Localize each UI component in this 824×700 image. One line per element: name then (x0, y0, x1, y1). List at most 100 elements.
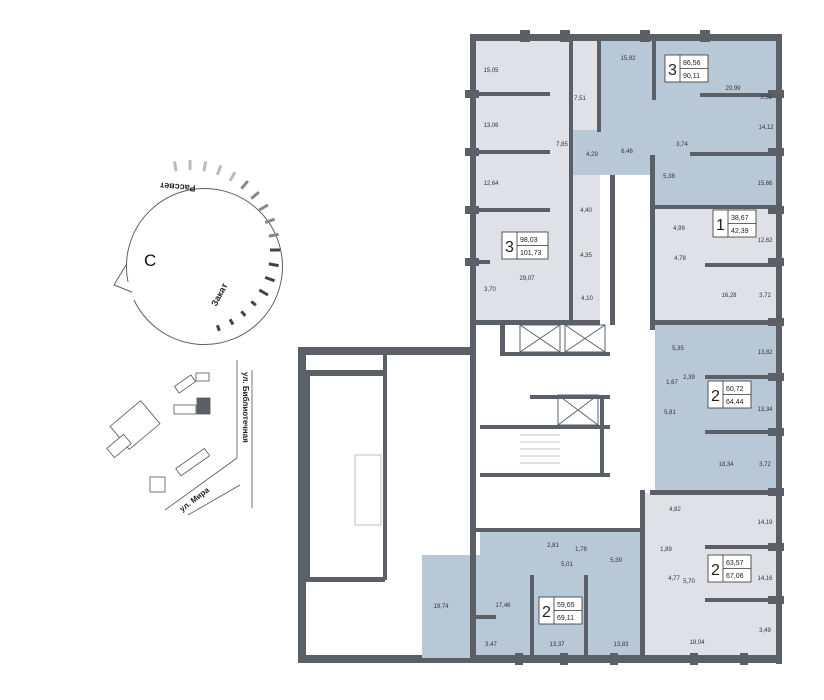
street-mira: ул. Мира (178, 485, 212, 513)
room-area: 3,72 (759, 462, 771, 468)
room-area: 13,37 (549, 642, 565, 648)
room-area: 14,19 (757, 520, 773, 526)
room-area: 15,05 (483, 68, 499, 74)
room-count: 2 (542, 604, 551, 621)
living-area: 86,56 (683, 60, 701, 67)
room-area: 15,92 (620, 56, 636, 62)
sun-tick (172, 161, 178, 172)
apartment-badge[interactable]: 3 86,56 90,11 (664, 54, 709, 83)
wall-pier (465, 206, 479, 214)
wall-pier (740, 653, 748, 665)
room-count: 2 (711, 388, 720, 405)
room-area: 4,99 (673, 226, 685, 232)
room-area: 1,78 (575, 547, 587, 553)
wall-pier (768, 488, 784, 496)
wall-pier (560, 30, 570, 42)
total-area: 42,39 (731, 228, 749, 235)
apartment-badge[interactable]: 3 98,03 101,73 (501, 231, 549, 260)
room-area: 18,34 (718, 462, 734, 468)
room-area: 4,29 (586, 152, 598, 158)
room-area: 1,89 (660, 547, 672, 553)
room-count: 2 (711, 562, 720, 579)
room-area: 7,51 (574, 96, 586, 102)
living-area: 59,65 (557, 602, 575, 609)
room-area: 19,74 (433, 604, 449, 610)
room-area: 2,81 (547, 543, 559, 549)
apartment-badges: 3 86,56 90,11 3 98,03 101,73 1 38,67 42,… (501, 54, 757, 625)
sun-tick (202, 161, 208, 172)
windows (465, 30, 784, 665)
apartment-badge[interactable]: 2 60,72 64,44 (707, 380, 752, 409)
room-area: 13,82 (757, 350, 773, 356)
room-area: 3,47 (485, 642, 497, 648)
room-area: 6,46 (621, 149, 633, 155)
sun-tick (264, 217, 276, 225)
room-area: 4,10 (581, 296, 593, 302)
street-bibliotechnaya: ул. Библиотечная (241, 372, 250, 443)
room-area: 18,04 (689, 640, 705, 646)
room-area: 15,66 (757, 181, 773, 187)
room-count: 3 (668, 62, 677, 79)
sun-tick (268, 232, 279, 238)
sun-ticks (172, 160, 280, 332)
wall-pier (700, 30, 710, 42)
room-area: 29,07 (519, 276, 535, 282)
wall-pier (768, 148, 784, 156)
wall-pier (520, 30, 530, 42)
sun-tick (268, 262, 279, 268)
wall-pier (768, 428, 784, 436)
wall-pier (768, 596, 784, 604)
room-area: 7,85 (556, 142, 568, 148)
total-area: 69,11 (557, 615, 574, 622)
wall-pier (465, 258, 479, 266)
sun-tick (215, 324, 221, 332)
wall-pier (768, 373, 784, 381)
room-area: 3,74 (676, 142, 688, 148)
room-area: 1,67 (666, 380, 678, 386)
room-area: 13,06 (483, 123, 499, 129)
sun-tick (258, 288, 269, 297)
apartment-2-bottom[interactable] (480, 530, 640, 658)
site-plan: ул. Библиотечная ул. Мира (106, 360, 253, 516)
sun-tick (240, 180, 249, 190)
room-area: 14,12 (758, 125, 774, 131)
room-area: 16,28 (721, 293, 737, 299)
apartment-badge[interactable]: 1 38,67 42,39 (712, 209, 757, 238)
sun-tick (215, 164, 223, 176)
apartment-badge[interactable]: 2 63,57 67,06 (707, 554, 752, 583)
room-area: 12,64 (483, 181, 499, 187)
sun-tick (258, 203, 269, 212)
room-area: 3,70 (484, 287, 496, 293)
apartment-badge[interactable]: 2 59,65 69,11 (538, 596, 583, 625)
apartment-2-right-top[interactable] (655, 325, 779, 493)
sun-tick (250, 300, 257, 307)
wall-pier (768, 318, 784, 326)
room-area: 5,35 (672, 346, 684, 352)
room-area: 4,77 (668, 576, 680, 582)
room-area: 4,82 (669, 507, 681, 513)
room-count: 3 (505, 239, 514, 256)
compass: С Рассвет Закат (113, 160, 283, 346)
room-count: 1 (716, 217, 725, 234)
wall-pier (768, 543, 784, 551)
room-area: 14,16 (757, 576, 773, 582)
room-area: 13,34 (757, 407, 773, 413)
compass-pointer (113, 264, 133, 293)
total-area: 67,06 (726, 573, 744, 580)
compass-circle (125, 188, 283, 346)
room-area: 13,83 (613, 642, 629, 648)
room-area: 5,81 (664, 410, 676, 416)
room-area: 3,55 (760, 95, 772, 101)
room-area: 2,39 (683, 375, 695, 381)
sun-tick (250, 191, 260, 200)
room-area: 4,35 (580, 253, 592, 259)
living-area: 38,67 (731, 215, 749, 222)
apartment-3-left[interactable] (475, 40, 600, 320)
room-area: 17,46 (495, 603, 511, 609)
wall-pier (560, 653, 568, 665)
room-areas: 15,05 15,92 7,51 20,99 3,55 13,06 7,85 1… (433, 56, 774, 648)
sunrise-label: Рассвет (159, 180, 196, 193)
north-label: С (144, 251, 156, 270)
sun-tick (228, 171, 237, 182)
room-area: 3,49 (759, 628, 771, 634)
